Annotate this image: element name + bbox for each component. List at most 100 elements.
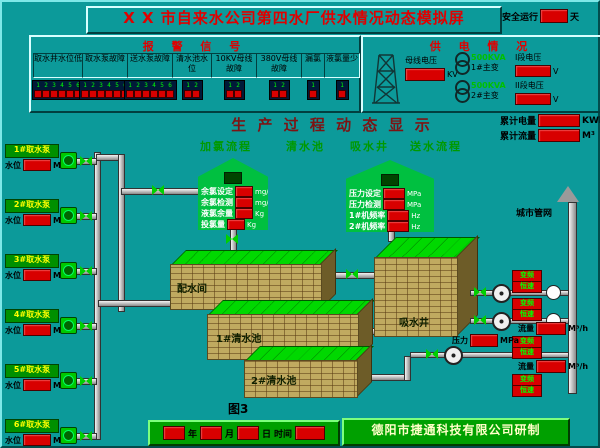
intake-manifold-pipe bbox=[94, 152, 101, 440]
power-panel: 供 电 情 况 母线电压 KV 500KVA 1#主变 I段电压 V bbox=[361, 35, 600, 113]
pump-impeller-icon bbox=[63, 155, 74, 166]
alarm-indicator: 5 bbox=[113, 82, 121, 98]
year-label: 年 bbox=[187, 429, 197, 440]
bus-voltage-readout: 母线电压 KV bbox=[405, 55, 458, 81]
alarm-group-label: 清水池水位 bbox=[172, 53, 212, 78]
alarm-led bbox=[113, 90, 121, 98]
meter-row-display bbox=[383, 188, 405, 199]
transformer-name: 1#主变 bbox=[471, 63, 499, 72]
chlorine-row-label: 液氯余量 bbox=[201, 209, 233, 218]
month-label: 月 bbox=[224, 429, 234, 440]
credit-banner: 德阳市捷通科技有限公司研制 bbox=[342, 418, 570, 446]
intake-pump-icon[interactable] bbox=[60, 262, 77, 279]
water-level-readout: 水位 M bbox=[5, 379, 61, 391]
alarm-indicator-number: 6 bbox=[76, 82, 80, 89]
valve-icon[interactable] bbox=[226, 234, 238, 244]
alarm-group-intake-well: 取水井水位低 1 2 3 4 5 6 bbox=[31, 53, 85, 100]
alarm-indicator-strip: 1 2 bbox=[181, 80, 203, 100]
valve-icon[interactable] bbox=[152, 185, 164, 195]
alarm-indicator: 1 bbox=[309, 82, 317, 98]
total-flow-readout: 累计流量 M³ bbox=[500, 129, 595, 142]
time-label: 时间 bbox=[274, 429, 293, 440]
intake-pump-icon[interactable] bbox=[60, 152, 77, 169]
pipe bbox=[75, 268, 97, 275]
alarm-indicator-strip: 1 2 bbox=[223, 80, 245, 100]
valve-icon[interactable] bbox=[474, 287, 486, 297]
alarm-groups: 取水井水位低 1 2 3 4 5 6 取水泵故障 1 2 3 4 5 bbox=[31, 53, 360, 100]
valve-icon[interactable] bbox=[80, 376, 92, 386]
day-label: 日 bbox=[262, 429, 272, 440]
alarm-indicator-number: 1 bbox=[273, 82, 277, 89]
meter-row-display bbox=[387, 221, 410, 232]
meter-row-label: 压力设定 bbox=[349, 189, 381, 198]
power-panel-title: 供 电 情 况 bbox=[429, 40, 535, 53]
suction-well-tank: 吸水井 bbox=[374, 257, 458, 337]
delivery-pump-icon[interactable] bbox=[492, 312, 511, 331]
alarm-indicator-number: 3 bbox=[99, 82, 103, 89]
flow-readout: 流量 M³/h bbox=[518, 322, 588, 335]
section-voltage-display bbox=[515, 93, 551, 105]
flow-label: 流量 bbox=[518, 324, 534, 333]
alarm-indicator-number: 5 bbox=[160, 82, 164, 89]
alarm-indicator: 5 bbox=[66, 82, 74, 98]
valve-icon[interactable] bbox=[80, 431, 92, 441]
water-level-label: 水位 bbox=[5, 160, 21, 170]
bus-voltage-unit: KV bbox=[447, 70, 458, 79]
pipe bbox=[75, 323, 97, 330]
pressure-readout: 压力 MPa bbox=[452, 334, 519, 347]
intake-pump-label: 5#取水泵 bbox=[5, 364, 59, 378]
total-energy-unit: KWh bbox=[582, 115, 600, 126]
section-voltage-unit: V bbox=[553, 66, 559, 76]
pump-impeller-icon bbox=[63, 320, 74, 331]
year-display bbox=[162, 426, 185, 440]
total-flow-unit: M³ bbox=[582, 130, 595, 141]
chlorine-row: 余氯设定 mg/L bbox=[201, 186, 268, 197]
intake-pump-icon[interactable] bbox=[60, 207, 77, 224]
valve-icon[interactable] bbox=[80, 156, 92, 166]
meter-house: 压力设定 MPa 压力检测 MPa 1#机频率 Hz 2#机频率 Hz bbox=[346, 160, 434, 232]
intake-pump-icon[interactable] bbox=[60, 427, 77, 444]
alarm-led bbox=[66, 90, 74, 98]
water-level-label: 水位 bbox=[5, 435, 21, 445]
alarm-group-intake-pump: 取水泵故障 1 2 3 4 5 6 bbox=[78, 53, 132, 100]
section-voltage-display bbox=[515, 65, 551, 77]
chlorine-row-label: 余氯设定 bbox=[201, 187, 233, 196]
alarm-led bbox=[192, 90, 200, 98]
flow-label: 流量 bbox=[518, 362, 534, 371]
alarm-indicator: 2 bbox=[134, 82, 142, 98]
alarm-led bbox=[166, 90, 174, 98]
alarm-indicator-strip: 1 2 3 4 5 6 bbox=[123, 80, 177, 100]
water-level-unit: M bbox=[53, 380, 61, 390]
delivery-pump-icon[interactable] bbox=[444, 346, 463, 365]
valve-icon[interactable] bbox=[80, 211, 92, 221]
valve-icon[interactable] bbox=[80, 266, 92, 276]
suction-well-label: 吸水井 bbox=[399, 318, 429, 329]
alarm-panel-title: 报 警 信 号 bbox=[142, 40, 248, 53]
distribution-feed-pipe bbox=[98, 300, 174, 307]
fixed-mode-indicator: 恒速 bbox=[512, 281, 542, 293]
intake-pump-icon[interactable] bbox=[60, 317, 77, 334]
valve-icon[interactable] bbox=[80, 321, 92, 331]
meter-row: 压力设定 MPa bbox=[349, 188, 421, 199]
alarm-panel: 报 警 信 号 取水井水位低 1 2 3 4 5 6 取水泵故障 1 2 3 bbox=[29, 35, 361, 113]
bus-voltage-display bbox=[405, 68, 445, 81]
chlorine-row: 液氯余量 Kg bbox=[201, 208, 264, 219]
intake-pump-icon[interactable] bbox=[60, 372, 77, 389]
valve-icon[interactable] bbox=[346, 269, 358, 279]
valve-icon[interactable] bbox=[474, 315, 486, 325]
transformer-name: 2#主变 bbox=[471, 91, 499, 100]
chlorine-row-unit: Kg bbox=[255, 209, 265, 218]
valve-icon[interactable] bbox=[426, 349, 438, 359]
alarm-indicator-number: 2 bbox=[44, 82, 48, 89]
alarm-indicator: 1 bbox=[338, 82, 346, 98]
pipe bbox=[75, 433, 97, 440]
alarm-led bbox=[158, 90, 166, 98]
delivery-pump-icon[interactable] bbox=[492, 284, 511, 303]
chlorine-row-display bbox=[235, 208, 253, 219]
pressure-label: 压力 bbox=[452, 336, 468, 345]
chlorine-row: 投氯量 Kg bbox=[201, 219, 256, 230]
alarm-indicator: 1 bbox=[34, 82, 42, 98]
chlorine-row-unit: mg/L bbox=[255, 198, 273, 207]
water-level-label: 水位 bbox=[5, 325, 21, 335]
alarm-led bbox=[58, 90, 66, 98]
